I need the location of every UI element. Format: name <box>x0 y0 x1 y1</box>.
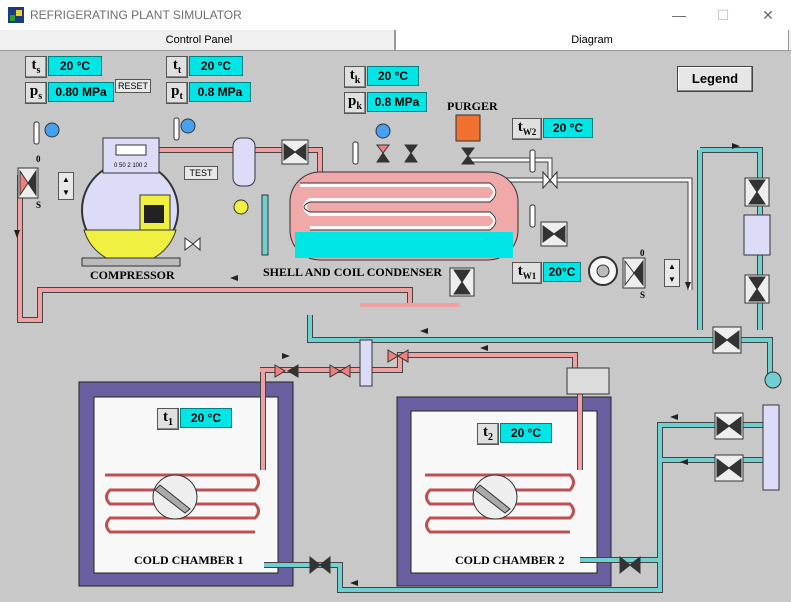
right-spinner[interactable]: ▲▼ <box>664 259 680 287</box>
pk-value: 0.8 MPa <box>367 92 427 112</box>
switch-zero-left: 0 <box>36 154 41 164</box>
pt-label: pt <box>166 82 188 104</box>
ts-label: ts <box>25 56 47 78</box>
tab-bar: Control Panel Diagram <box>0 30 791 51</box>
t1-value: 20 °C <box>180 408 232 428</box>
title-bar: REFRIGERATING PLANT SIMULATOR — ☐ ✕ <box>0 0 791 30</box>
t1-label: t1 <box>157 408 179 430</box>
tw2-label: tW2 <box>512 118 542 140</box>
t2-value: 20 °C <box>500 423 552 443</box>
switch-s-left: S <box>36 200 42 210</box>
tw1-value: 20°C <box>543 262 581 282</box>
pt-value: 0.8 MPa <box>189 82 251 102</box>
reset-button[interactable]: RESET <box>115 79 151 93</box>
compressor-gauge-scale: 0 50 2 100 2 <box>114 163 148 169</box>
app-icon <box>8 7 24 23</box>
pk-label: pk <box>344 92 366 114</box>
purger <box>455 114 481 142</box>
cold-chamber-2-caption: COLD CHAMBER 2 <box>455 553 565 567</box>
tt-value: 20 °C <box>189 56 243 76</box>
tt-label: tt <box>166 56 188 78</box>
plant-diagram <box>14 114 782 593</box>
window-title: REFRIGERATING PLANT SIMULATOR <box>30 8 242 22</box>
switch-s-right: S <box>640 290 646 300</box>
compressor-caption: COMPRESSOR <box>90 268 175 282</box>
tk-label: tk <box>344 66 366 88</box>
compressor <box>81 137 181 267</box>
legend-button[interactable]: Legend <box>677 66 753 92</box>
minimize-button[interactable]: — <box>672 7 686 23</box>
tab-control-panel[interactable]: Control Panel <box>4 30 395 50</box>
tw1-label: tW1 <box>512 262 542 284</box>
switch-zero-right: 0 <box>640 248 645 258</box>
tk-value: 20 °C <box>367 66 419 86</box>
ts-value: 20 °C <box>48 56 102 76</box>
condenser-caption: SHELL AND COIL CONDENSER <box>263 265 443 279</box>
close-button[interactable]: ✕ <box>762 7 774 23</box>
ps-value: 0.80 MPa <box>48 82 114 102</box>
tw2-value: 20 °C <box>543 118 593 138</box>
ps-label: ps <box>25 82 47 104</box>
test-button[interactable]: TEST <box>184 166 218 180</box>
t2-label: t2 <box>477 423 499 445</box>
tab-diagram[interactable]: Diagram <box>395 30 789 50</box>
maximize-button[interactable]: ☐ <box>716 7 730 23</box>
left-spinner[interactable]: ▲▼ <box>58 172 74 200</box>
cold-chamber-1-caption: COLD CHAMBER 1 <box>134 553 244 567</box>
purger-caption: PURGER <box>447 99 498 113</box>
